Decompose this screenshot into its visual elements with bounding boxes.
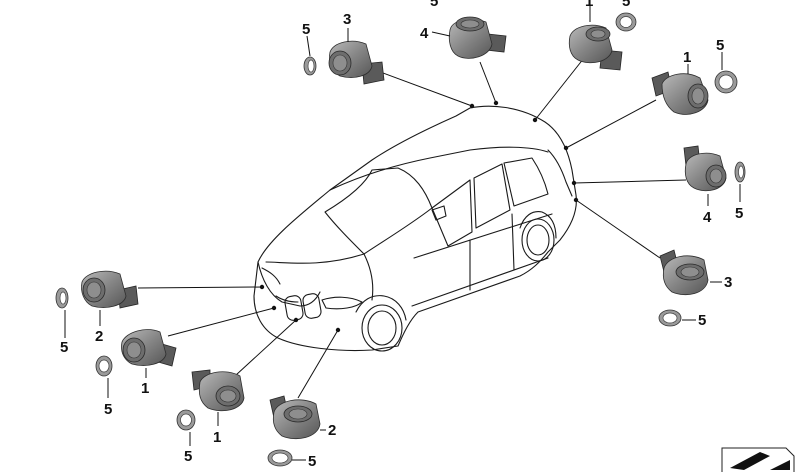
label-front-5b: 5 [104,401,112,418]
pdc-sensor-top-right [568,24,623,71]
label-right-1: 1 [683,49,691,66]
label-right-4: 4 [703,209,712,226]
label-front-1b: 1 [213,429,221,446]
leader-lines [137,57,687,399]
label-top-3: 3 [343,11,351,28]
sealing-ring-top-right [615,12,637,32]
pdc-sensor-front-left [81,270,139,309]
label-front-2a: 2 [95,328,103,345]
arrow-corner-icon [721,447,795,472]
pdc-sensor-right-middle [683,145,727,192]
label-right-5c: 5 [698,312,706,329]
label-front-5c: 5 [184,448,192,465]
sealing-ring-right-middle [734,161,746,183]
pdc-sensor-right-upper [651,71,709,115]
label-front-5d: 5 [308,453,316,470]
sealing-ring-right-upper [714,70,738,94]
label-front-1a: 1 [141,380,149,397]
sealing-ring-top-left [303,56,317,76]
pdc-sensor-top-center [448,16,507,59]
label-top-5a: 5 [302,21,310,38]
label-front-2b: 2 [328,422,336,439]
label-top-1: 1 [585,0,593,10]
sealing-ring-front-center [267,449,293,467]
label-front-5a: 5 [60,339,68,356]
label-right-5a: 5 [716,37,724,54]
sealing-ring-front-1a [95,355,113,377]
label-top-5c: 5 [622,0,630,10]
pdc-sensor-front-1b [191,369,245,412]
label-right-3: 3 [724,274,732,291]
sealing-ring-right-lower [658,309,682,327]
pdc-sensor-top-left [328,40,385,85]
pdc-sensor-right-lower [659,249,709,296]
sealing-ring-front-left [55,287,69,309]
callout-numbers: 3 5 4 5 1 5 1 5 4 5 3 5 2 5 1 5 1 5 2 5 [60,0,743,470]
label-right-5b: 5 [735,205,743,222]
car-outline [253,105,577,352]
label-top-5b: 5 [430,0,438,10]
label-top-4: 4 [420,25,429,42]
sealing-ring-front-1b [176,409,196,431]
pdc-sensor-front-center [269,395,321,440]
pdc-sensor-front-1a [121,329,177,367]
